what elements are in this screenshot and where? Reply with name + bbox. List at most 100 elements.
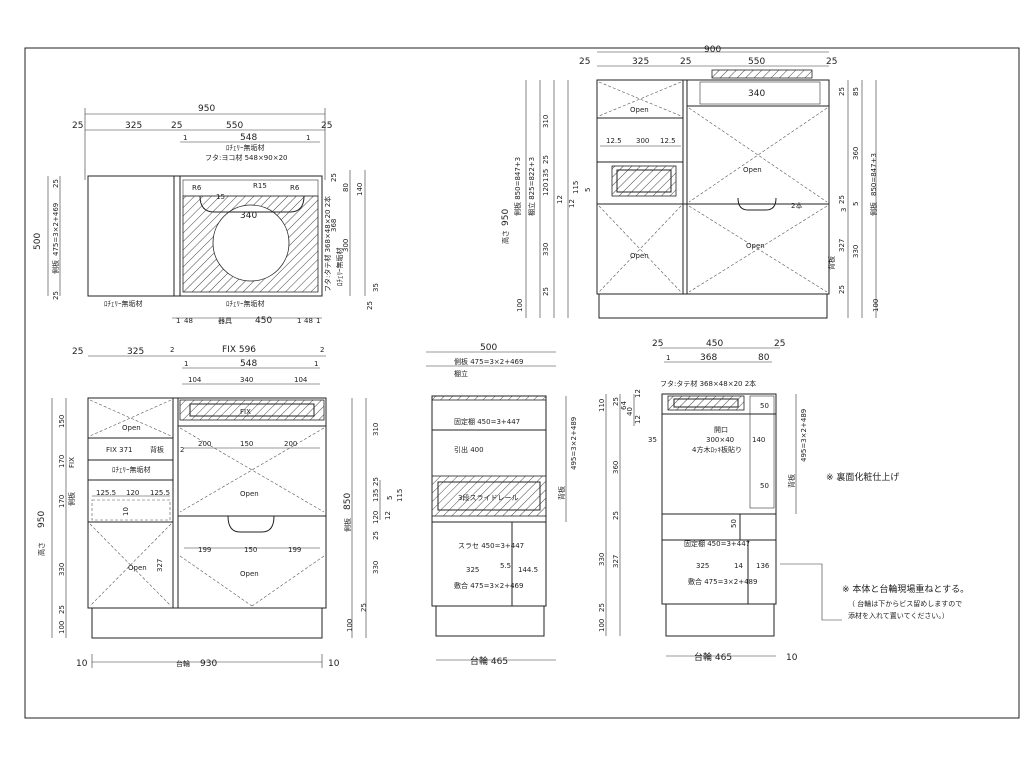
side-back: 背板 xyxy=(827,256,836,270)
front-w125a: 125.5 xyxy=(96,489,116,497)
top-side-label: 側板 xyxy=(51,260,60,274)
top-seg-4: 25 xyxy=(321,121,332,131)
top-r-right: R6 xyxy=(290,184,300,192)
side-side-lbl: 側板 850=847+3 xyxy=(513,157,522,216)
side-rd-4: 5 xyxy=(852,202,860,206)
sec2-ld-4: 12 xyxy=(634,389,642,398)
front-right-side: 側板 xyxy=(343,518,352,532)
top-seg-0: 25 xyxy=(72,121,83,131)
sec2-top-450: 450 xyxy=(706,339,723,349)
front-ld-5: 100 xyxy=(58,621,66,634)
front-seg-2: 2 xyxy=(170,346,174,354)
sec1-side-label: 側板 475=3×2+469 xyxy=(454,357,523,366)
front-rd-0: 310 xyxy=(372,423,380,436)
front-seg-0: 25 xyxy=(72,347,83,357)
front-base-930: 930 xyxy=(200,659,217,669)
side-w125b: 12.5 xyxy=(660,137,676,145)
front-r5: 5 xyxy=(386,496,394,500)
front-open-tl: Open xyxy=(122,424,141,432)
front-w125b: 125.5 xyxy=(150,489,170,497)
top-bottom-mark: 器具 xyxy=(218,317,232,325)
sec2-ld-5: 12 xyxy=(634,415,642,424)
sec1-top-500: 500 xyxy=(480,343,497,353)
side-seg-4: 25 xyxy=(826,57,837,67)
side-ld-7: 12 xyxy=(568,199,576,208)
front-w199a: 199 xyxy=(198,546,211,554)
side-ld-8: 330 xyxy=(542,243,550,256)
front-inner-1b: 1 xyxy=(314,360,318,368)
front-w120: 120 xyxy=(126,489,139,497)
top-inner-1: 1 xyxy=(183,134,187,142)
front-inner-548: 548 xyxy=(240,359,257,369)
sec2-ld-2: 64 xyxy=(620,401,628,410)
sec2-w368: 368 xyxy=(700,353,717,363)
side-open-tl: Open xyxy=(630,106,649,114)
top-bottom-1b: 1 xyxy=(297,317,301,325)
sec2-w80: 80 xyxy=(758,353,770,363)
side-ld-4: 5 xyxy=(584,188,592,192)
front-base-10a: 10 xyxy=(76,659,88,669)
side-open-bl: Open xyxy=(630,252,649,260)
side-rd-2: 360 xyxy=(852,147,860,160)
front-fix-top: FIX xyxy=(240,408,251,416)
sec1-right-dim: 495=3×2+489 xyxy=(570,417,578,470)
top-r25b: 25 xyxy=(366,301,374,310)
front-mat: ﾛﾁｪﾘｰ無垢材 xyxy=(112,465,151,474)
top-material-2: ﾛﾁｪﾘｰ無垢材 xyxy=(335,248,344,287)
side-left-height: 高さ xyxy=(501,230,510,244)
front-open-br: Open xyxy=(240,570,259,578)
sec1-drawer: 引出 400 xyxy=(454,445,484,454)
front-rd-2: 135 xyxy=(372,489,380,502)
top-bottom-48b: 48 xyxy=(304,317,313,325)
top-bottom-1a: 1 xyxy=(176,317,180,325)
side-top-900: 900 xyxy=(704,45,721,55)
sec2-w35: 35 xyxy=(648,436,657,444)
side-seg-3: 550 xyxy=(748,57,765,67)
sec2-corner: 4方木ﾛｯｷ板貼り xyxy=(692,445,742,454)
side-seg-2: 25 xyxy=(680,57,691,67)
front-side-v: 側板 xyxy=(67,492,76,506)
top-view: 950 25 325 25 550 25 1 548 1 ﾛﾁｪﾘｰ無垢材 フタ… xyxy=(33,104,380,326)
top-inner-548: 548 xyxy=(240,133,257,143)
top-bottom-mat-right: ﾛﾁｪﾘｰ無垢材 xyxy=(226,299,265,308)
sec2-top-25b: 25 xyxy=(774,339,785,349)
section-opening-view: 25 450 25 1 368 80 フタ:タテ材 368×48×20 2本 開… xyxy=(598,339,808,663)
side-ld-9: 25 xyxy=(542,287,550,296)
front-ld-4: 25 xyxy=(58,605,66,614)
top-hole-width: 340 xyxy=(240,211,257,221)
side-rd-7: 330 xyxy=(852,245,860,258)
sec2-ld-1: 25 xyxy=(612,397,620,406)
sec2-ld-10: 100 xyxy=(598,619,606,632)
sec1-right-side: 背板 xyxy=(557,486,566,500)
front-w340: 340 xyxy=(240,376,253,384)
front-fix-371: FIX 371 xyxy=(106,446,132,454)
sec2-base: 台輪 465 xyxy=(694,651,732,663)
top-bottom-mat-left: ﾛﾁｪﾘｰ無垢材 xyxy=(104,299,143,308)
top-r80: 80 xyxy=(342,183,350,192)
sec2-ld-6: 360 xyxy=(612,461,620,474)
side-ld-3: 120 xyxy=(542,183,550,196)
notes: ※ 裏面化粧仕上げ ※ 本体と台輪現場重ねとする。 （ 台輪は下からビス留めしま… xyxy=(780,471,969,621)
note-line-1: （ 台輪は下からビス留めしますので xyxy=(848,599,962,608)
front-ld-3: 330 xyxy=(58,563,66,576)
top-h25b: 25 xyxy=(52,291,60,300)
top-material-1: ﾛﾁｪﾘｰ無垢材 xyxy=(226,143,265,152)
front-base-10b: 10 xyxy=(328,659,340,669)
front-h950: 950 xyxy=(37,511,47,528)
side-rd-9: 100 xyxy=(872,299,880,312)
sec1-base-bottom: 敷合 475=3×2+469 xyxy=(454,581,523,590)
front-height-v: 高さ xyxy=(37,542,46,556)
front-w104a: 104 xyxy=(188,376,202,384)
sec2-w136: 136 xyxy=(756,562,770,570)
front-r12: 12 xyxy=(384,511,392,520)
top-bottom-48a: 48 xyxy=(184,317,193,325)
sec1-w55: 5.5 xyxy=(500,562,511,570)
top-overall: 950 xyxy=(198,104,215,114)
front-open-r1: Open xyxy=(240,490,259,498)
sec2-w325: 325 xyxy=(696,562,709,570)
front-rd-3: 120 xyxy=(372,511,380,524)
top-height: 500 xyxy=(33,233,43,250)
top-side-dim: 475=3×2+469 xyxy=(52,203,60,256)
sec1-base: 台輪 465 xyxy=(470,655,508,667)
